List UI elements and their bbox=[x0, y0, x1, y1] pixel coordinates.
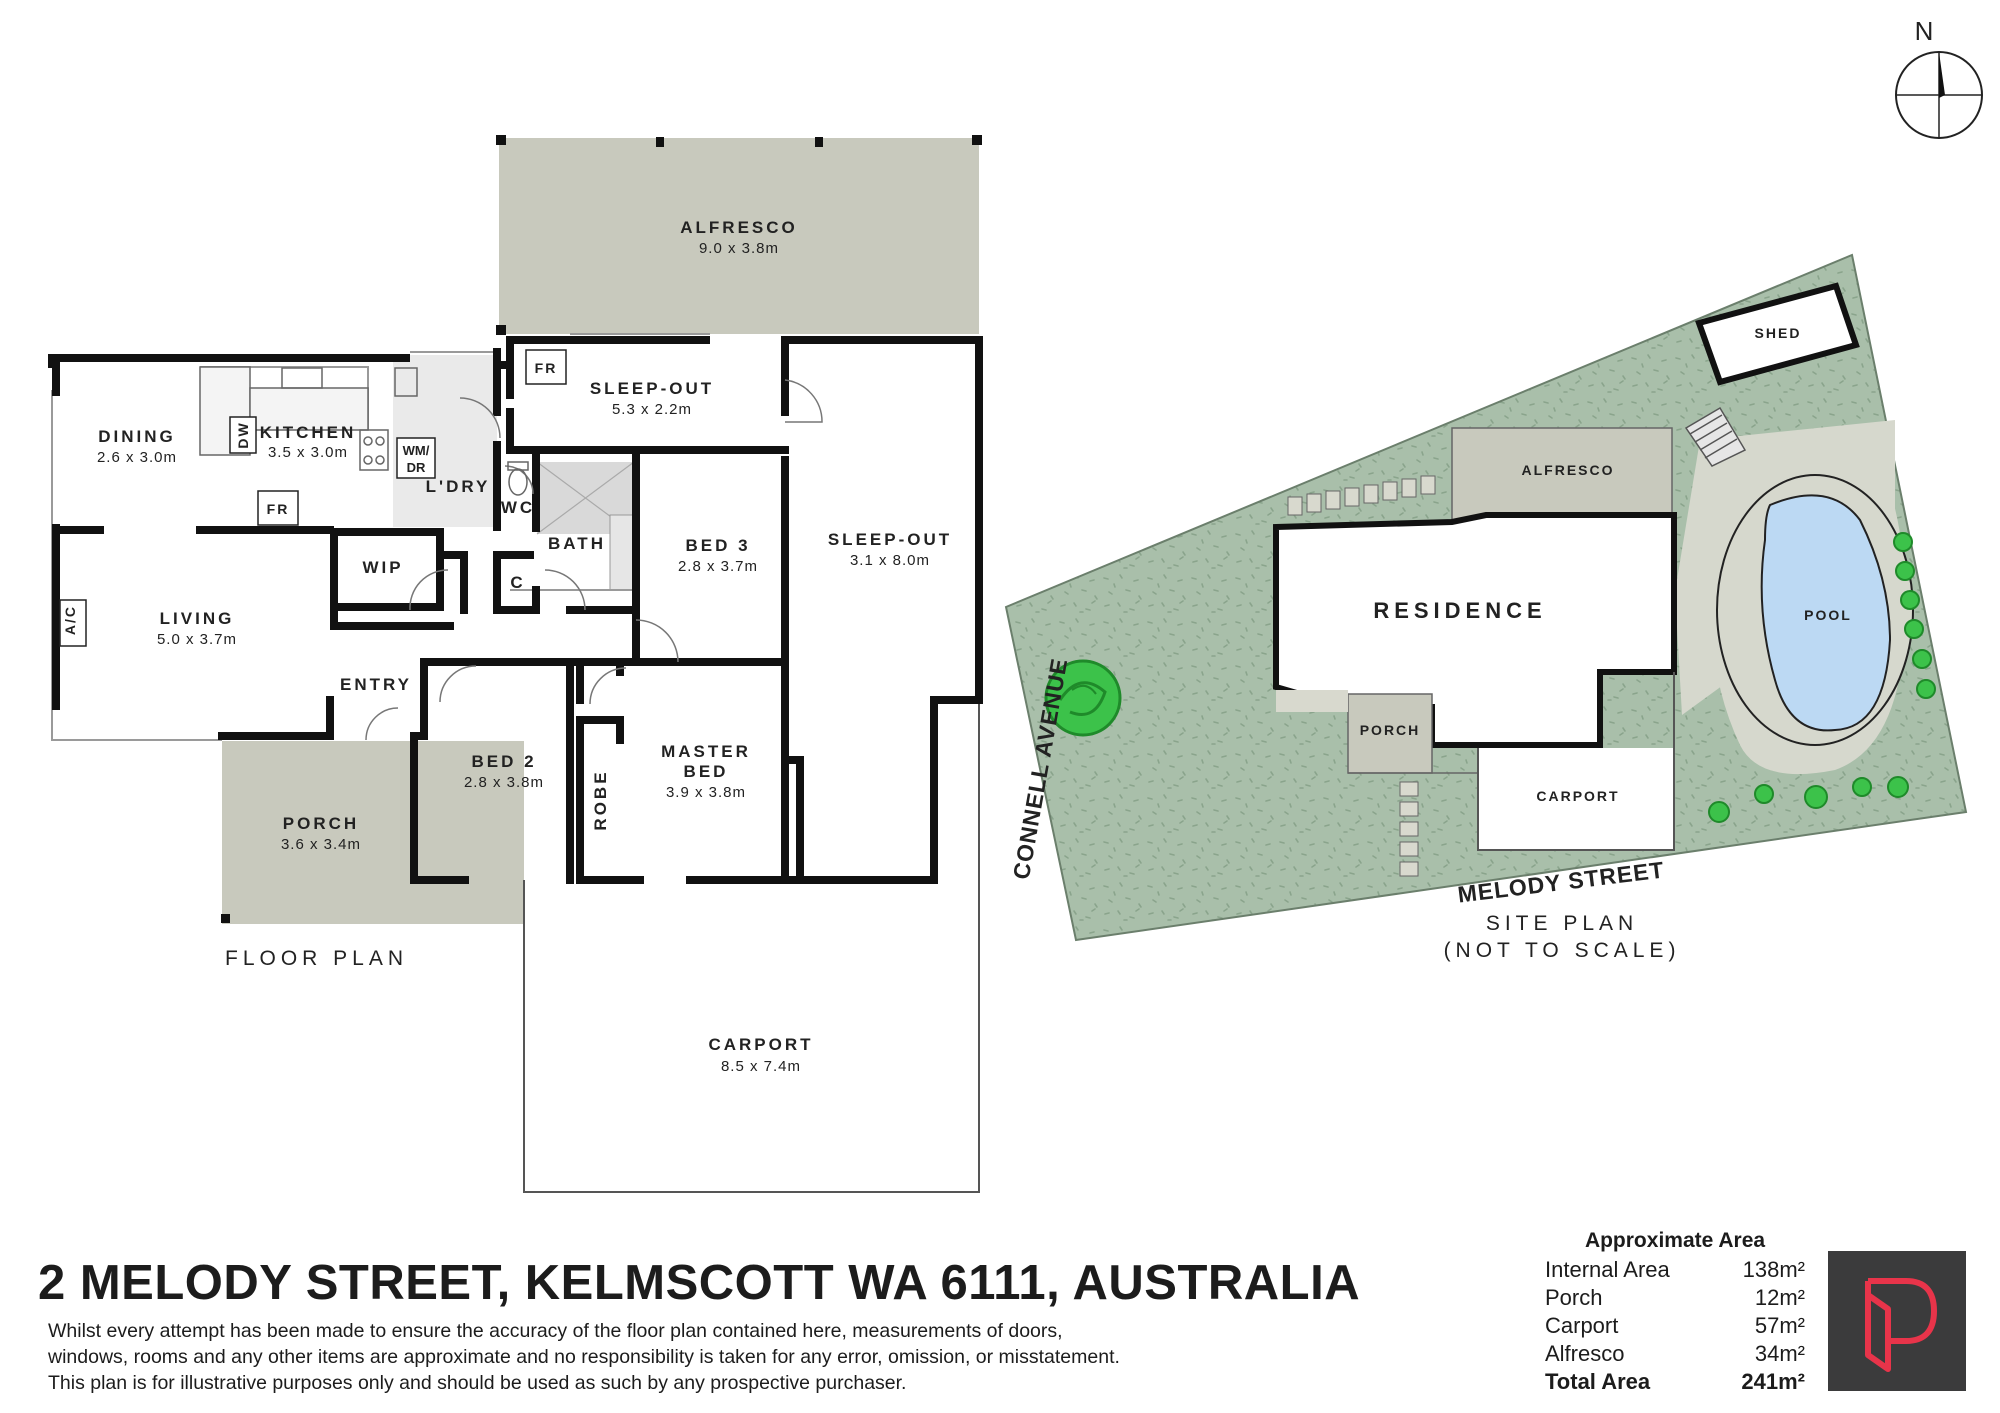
washer-dryer bbox=[396, 437, 436, 479]
kitchen-name: KITCHEN bbox=[260, 423, 357, 442]
carport-name: CARPORT bbox=[708, 1035, 813, 1054]
walls bbox=[48, 336, 983, 884]
dishwasher bbox=[229, 416, 257, 454]
porch-name: PORCH bbox=[283, 814, 359, 833]
area-label: Internal Area bbox=[1545, 1257, 1670, 1282]
carport-dim: 8.5 x 7.4m bbox=[721, 1058, 801, 1075]
wip-name: WIP bbox=[362, 558, 403, 577]
bed3-dim: 2.8 x 3.7m bbox=[678, 558, 758, 575]
area-value: 138m² bbox=[1742, 1257, 1805, 1282]
carport-area bbox=[524, 880, 979, 1192]
area-row: Internal Area 138m² bbox=[1545, 1256, 1805, 1284]
floor-plan: FR FR DW WM/ DR A/C ALFRESCO 9.0 x 3.8m … bbox=[48, 135, 983, 1193]
site-pool-label: POOL bbox=[1804, 607, 1852, 623]
bed3-name: BED 3 bbox=[685, 536, 750, 555]
fridge-sleepout bbox=[525, 349, 567, 385]
bed2-dim: 2.8 x 3.8m bbox=[464, 774, 544, 791]
property-address: 2 MELODY STREET, KELMSCOTT WA 6111, AUST… bbox=[38, 1256, 1361, 1310]
brand-logo-mark bbox=[1865, 1278, 1938, 1372]
dining-dim: 2.6 x 3.0m bbox=[97, 449, 177, 466]
shed-steps bbox=[1684, 406, 1747, 467]
dishwasher-label: DW bbox=[235, 421, 251, 448]
disclaimer-line: windows, rooms and any other items are a… bbox=[48, 1346, 1120, 1368]
area-total-row: Total Area 241m² bbox=[1545, 1368, 1805, 1396]
carport-outline bbox=[523, 700, 980, 1193]
site-porch-label: PORCH bbox=[1360, 722, 1421, 738]
dining-name: DINING bbox=[98, 427, 176, 446]
pool bbox=[1760, 494, 1892, 732]
site-carport-label: CARPORT bbox=[1536, 788, 1619, 804]
area-table: Approximate Area Internal Area 138m² Por… bbox=[1545, 1229, 1805, 1396]
area-table-title: Approximate Area bbox=[1584, 1229, 1766, 1252]
area-total-value: 241m² bbox=[1741, 1369, 1805, 1394]
shed bbox=[1695, 282, 1860, 386]
washer-dryer-label-2: DR bbox=[407, 460, 426, 475]
disclaimer-line: Whilst every attempt has been made to en… bbox=[48, 1320, 1063, 1342]
sleepout2-name: SLEEP-OUT bbox=[828, 530, 952, 549]
laundry-name: L'DRY bbox=[426, 477, 491, 496]
brand-logo bbox=[1828, 1251, 1966, 1391]
cupboard-name: C bbox=[510, 573, 525, 592]
master-dim: 3.9 x 3.8m bbox=[666, 784, 746, 801]
sleepout1-dim: 5.3 x 2.2m bbox=[612, 401, 692, 418]
site-plan-subheading: (NOT TO SCALE) bbox=[1444, 939, 1681, 962]
master-name-1: MASTER bbox=[661, 742, 751, 761]
shrubs bbox=[1708, 532, 1936, 823]
site-plan-heading: SITE PLAN bbox=[1486, 912, 1638, 935]
site-alfresco-label: ALFRESCO bbox=[1522, 462, 1615, 478]
area-value: 12m² bbox=[1754, 1285, 1805, 1310]
fridge-kitchen bbox=[257, 490, 299, 526]
disclaimer: Whilst every attempt has been made to en… bbox=[48, 1318, 1278, 1396]
site-residence-label: RESIDENCE bbox=[1373, 598, 1546, 623]
fridge-kitchen-label: FR bbox=[267, 501, 290, 517]
area-value: 34m² bbox=[1754, 1341, 1805, 1366]
sleepout2-dim: 3.1 x 8.0m bbox=[850, 552, 930, 569]
alfresco-area bbox=[499, 138, 979, 334]
alfresco-posts bbox=[496, 135, 982, 335]
tree-large bbox=[1044, 659, 1122, 737]
site-plan: POOL SHED ALFRESCO RESIDENCE PORCH bbox=[1004, 16, 1983, 962]
north-arrow: N bbox=[1895, 16, 1983, 139]
kitchen-dim: 3.5 x 3.0m bbox=[268, 444, 348, 461]
porch-post bbox=[221, 914, 230, 923]
site-alfresco bbox=[1451, 427, 1673, 523]
site-carport bbox=[1478, 748, 1674, 850]
bed2-name: BED 2 bbox=[471, 752, 536, 771]
floor-plan-heading: FLOOR PLAN bbox=[225, 947, 408, 970]
porch-dim: 3.6 x 3.4m bbox=[281, 836, 361, 853]
living-name: LIVING bbox=[160, 609, 235, 628]
vanity bbox=[609, 514, 635, 591]
fridge-sleepout-label: FR bbox=[535, 360, 558, 376]
area-label: Porch bbox=[1545, 1285, 1603, 1310]
area-value: 57m² bbox=[1754, 1313, 1805, 1338]
area-total-label: Total Area bbox=[1545, 1369, 1651, 1394]
washer-dryer-label-1: WM/ bbox=[403, 443, 430, 458]
area-row: Porch 12m² bbox=[1545, 1284, 1805, 1312]
site-porch bbox=[1347, 693, 1433, 774]
area-row: Alfresco 34m² bbox=[1545, 1340, 1805, 1368]
north-label: N bbox=[1915, 16, 1934, 46]
living-dim: 5.0 x 3.7m bbox=[157, 631, 237, 648]
air-con-label: A/C bbox=[62, 605, 78, 635]
sleepout1-name: SLEEP-OUT bbox=[590, 379, 714, 398]
bath-name: BATH bbox=[548, 534, 606, 553]
area-label: Carport bbox=[1545, 1313, 1619, 1338]
area-row: Carport 57m² bbox=[1545, 1312, 1805, 1340]
wc-name: WC bbox=[501, 498, 535, 517]
porch-area bbox=[222, 741, 524, 924]
area-label: Alfresco bbox=[1545, 1341, 1625, 1366]
master-name-2: BED bbox=[684, 762, 729, 781]
alfresco-name: ALFRESCO bbox=[680, 218, 798, 237]
disclaimer-line: This plan is for illustrative purposes o… bbox=[48, 1372, 907, 1394]
robe-name: ROBE bbox=[591, 769, 610, 830]
entry-name: ENTRY bbox=[340, 675, 412, 694]
stepping-stones bbox=[1287, 475, 1436, 877]
room-labels: ALFRESCO 9.0 x 3.8m DINING 2.6 x 3.0m KI… bbox=[97, 218, 952, 1075]
alfresco-dim: 9.0 x 3.8m bbox=[699, 240, 779, 257]
site-shed-label: SHED bbox=[1755, 325, 1802, 341]
